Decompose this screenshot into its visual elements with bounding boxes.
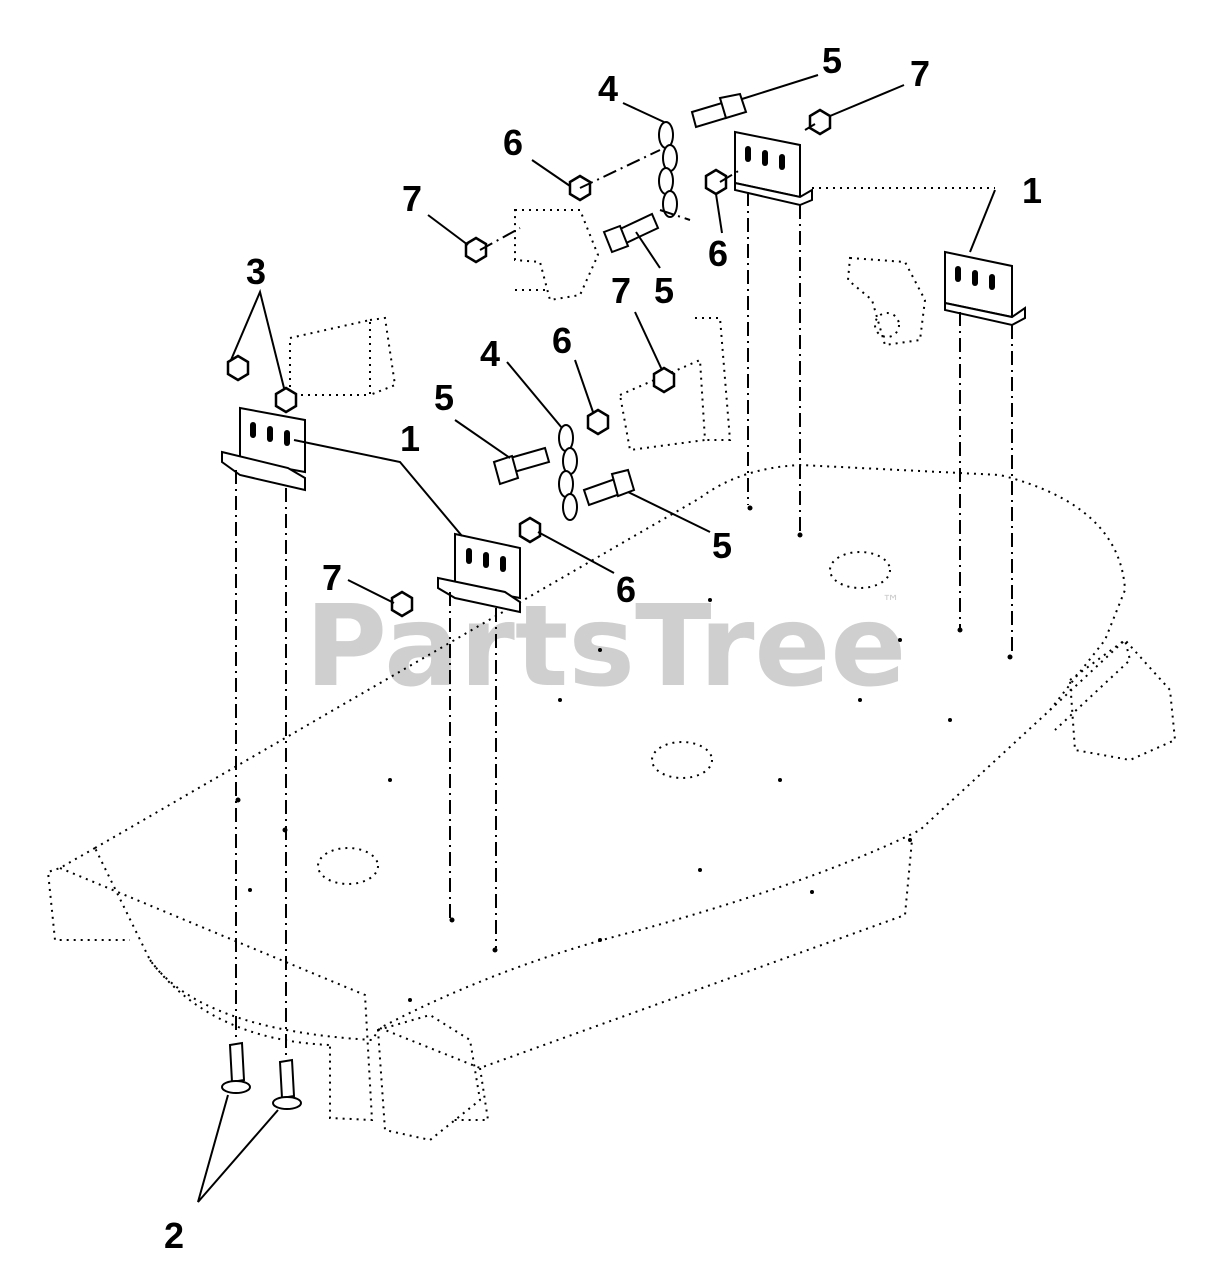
angle-bracket-center — [437, 532, 521, 614]
bolt-upper-mid — [602, 212, 660, 254]
callout-6-mid-right: 6 — [708, 233, 728, 274]
callout-7-top: 7 — [910, 53, 930, 94]
watermark-trademark: ™ — [882, 592, 900, 613]
bolt-mid-right — [582, 468, 636, 507]
bolt-bottom-right — [272, 1058, 302, 1110]
chain-upper — [658, 121, 678, 218]
callout-5-left: 5 — [434, 377, 454, 418]
alignment-lines — [235, 123, 1013, 1058]
callout-5-top: 5 — [822, 40, 842, 81]
callout-labels: 5 7 4 6 1 7 6 5 3 7 6 4 5 1 5 6 7 2 — [164, 40, 1042, 1256]
callout-3: 3 — [246, 251, 266, 292]
callout-6-mid: 6 — [552, 320, 572, 361]
bolt-bottom-left — [221, 1041, 251, 1094]
callout-4-mid: 4 — [480, 333, 500, 374]
callout-7-upper-left: 7 — [402, 178, 422, 219]
bolt-mid-left — [492, 446, 551, 486]
pivot-brackets — [289, 209, 927, 452]
callout-7-mid: 7 — [611, 270, 631, 311]
callout-7-lower: 7 — [322, 557, 342, 598]
callout-2: 2 — [164, 1215, 184, 1256]
angle-bracket-left — [221, 406, 306, 492]
callout-1-right: 1 — [1022, 170, 1042, 211]
leader-lines — [197, 74, 996, 1203]
angle-bracket-top-right — [734, 130, 813, 207]
callout-5-lower: 5 — [712, 525, 732, 566]
angle-bracket-right — [944, 250, 1026, 327]
callout-6-lower: 6 — [616, 569, 636, 610]
callout-1-left: 1 — [400, 418, 420, 459]
bolt-top — [690, 92, 748, 129]
callout-4-top: 4 — [598, 68, 618, 109]
callout-6-top: 6 — [503, 122, 523, 163]
mower-deck — [46, 463, 1177, 1142]
chain-lower — [558, 424, 578, 521]
hardware-nuts — [226, 108, 832, 618]
callout-5-mid: 5 — [654, 270, 674, 311]
